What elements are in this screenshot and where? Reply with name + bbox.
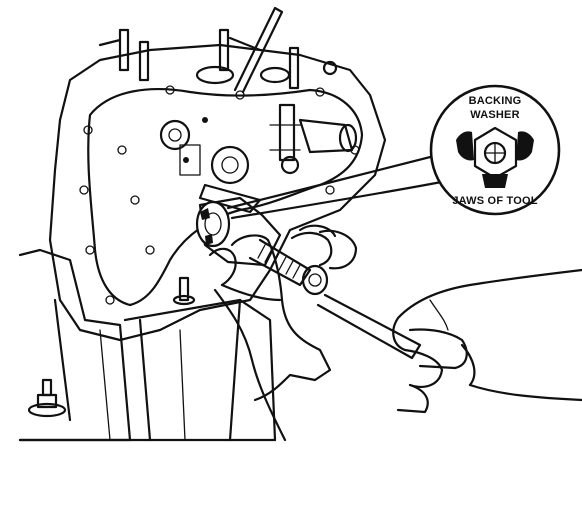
bench-vise: [18, 248, 277, 442]
callout-pointer: [226, 150, 454, 220]
tool-jaw-left: [456, 131, 474, 161]
callout-label-washer: WASHER: [470, 109, 519, 121]
callout-label-backing: BACKING: [469, 95, 522, 107]
tool-jaw-bottom: [482, 174, 508, 188]
crankcase: [48, 43, 387, 342]
callout-magnifier: BACKING WASHER JAWS OF TOOL: [429, 84, 561, 216]
tool-jaw-right: [516, 131, 534, 161]
left-hand: [208, 224, 358, 442]
cylinder-studs: [98, 6, 338, 94]
callout-label-jaws: JAWS OF TOOL: [452, 195, 537, 207]
right-hand: [392, 268, 582, 414]
